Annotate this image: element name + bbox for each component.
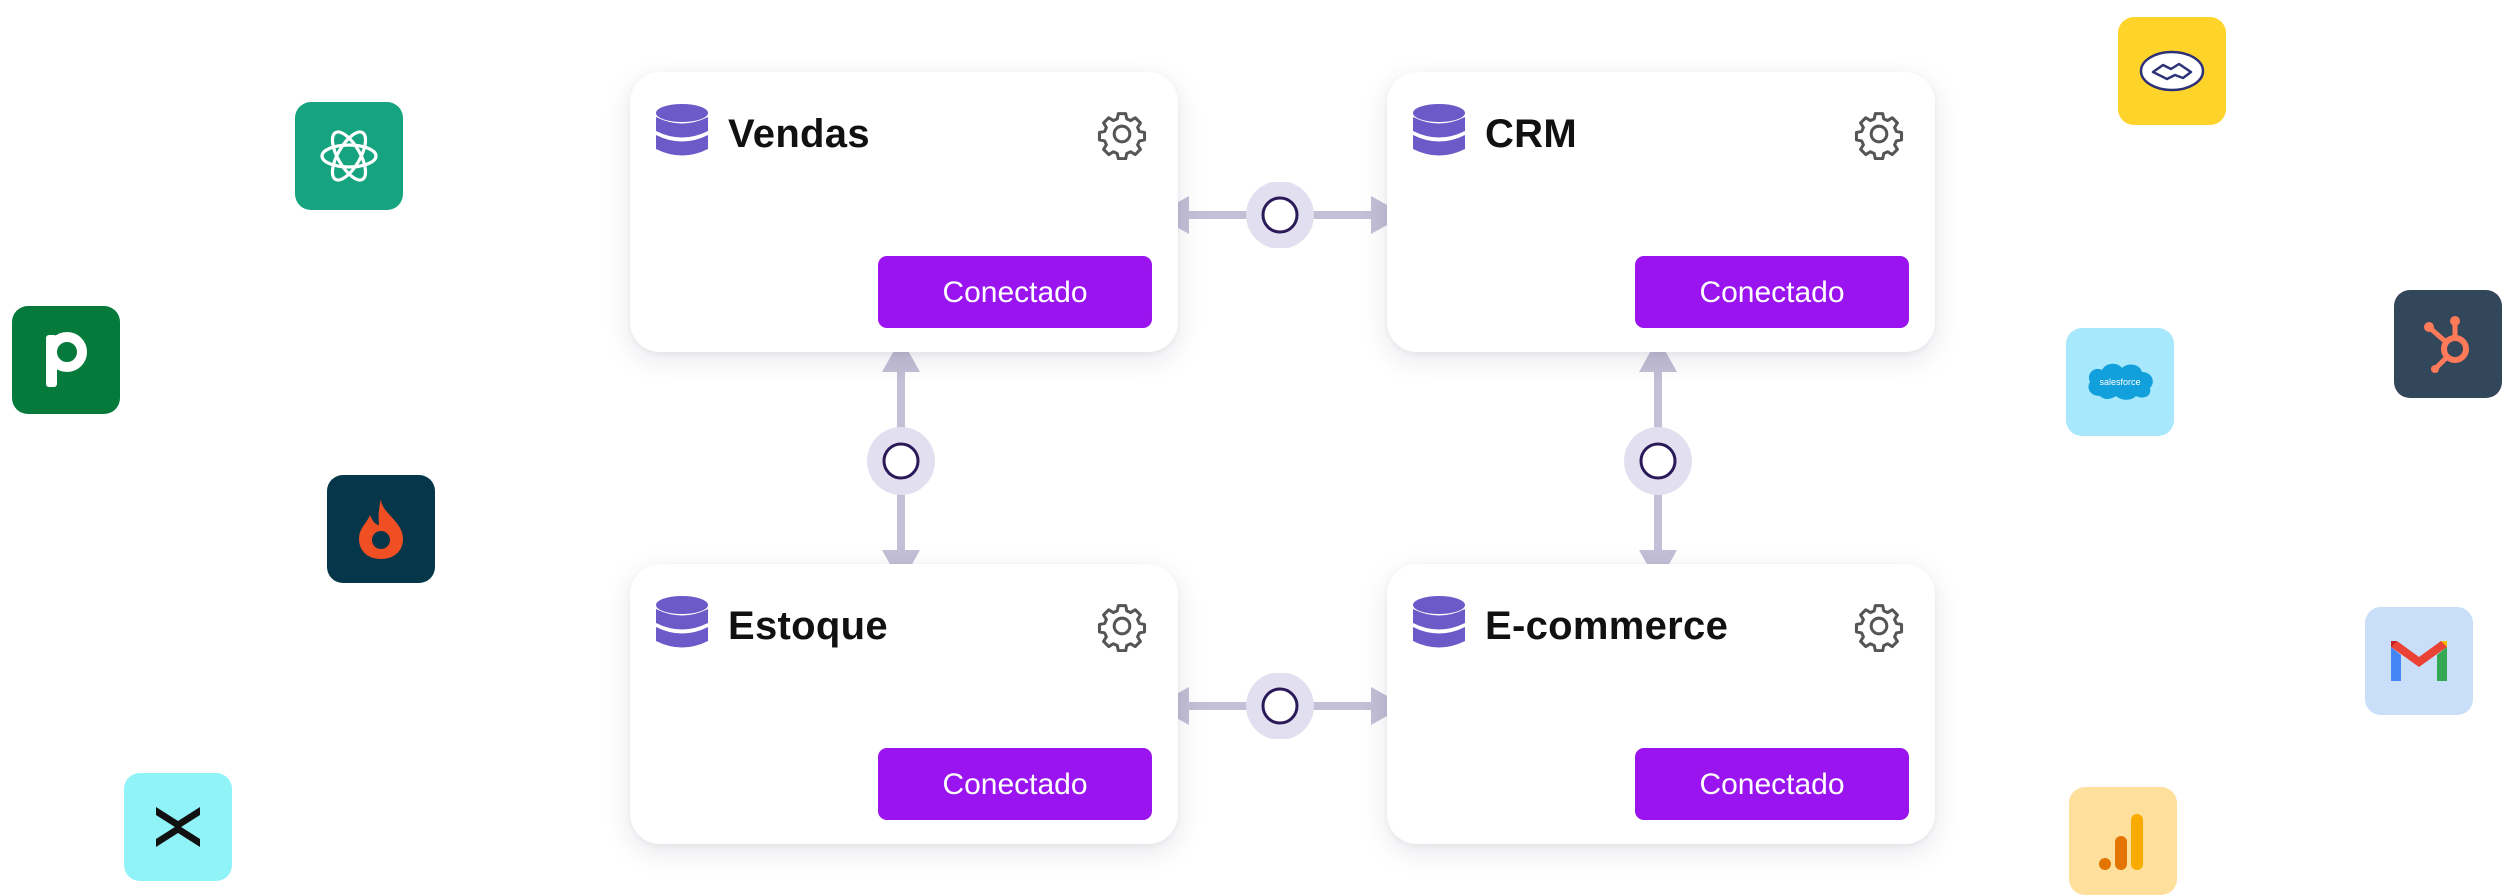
salesforce-icon: salesforce (2088, 363, 2153, 400)
gear-icon[interactable] (1096, 108, 1148, 160)
card-title: Estoque (728, 604, 888, 648)
database-icon (1413, 104, 1465, 162)
card-vendas: Vendas Conectado (630, 72, 1178, 352)
salesforce-logo: salesforce (2066, 328, 2174, 436)
salesforce-wordmark: salesforce (2099, 377, 2140, 387)
mercado-livre-icon (2139, 50, 2205, 92)
card-crm: CRM Conectado (1387, 72, 1935, 352)
card-estoque: Estoque Conectado (630, 564, 1178, 844)
database-icon (656, 104, 708, 162)
connected-button[interactable]: Conectado (1635, 256, 1909, 328)
hubspot-logo (2394, 290, 2502, 398)
hotmart-logo (327, 475, 435, 583)
connected-button[interactable]: Conectado (878, 256, 1152, 328)
agent-icon (156, 807, 200, 847)
card-title: E-commerce (1485, 604, 1729, 648)
gear-icon[interactable] (1853, 108, 1905, 160)
database-icon (1413, 596, 1465, 654)
chatgpt-icon (320, 130, 378, 182)
hotmart-icon (359, 499, 403, 559)
card-ecommerce: E-commerce Conectado (1387, 564, 1935, 844)
connector-vendas-estoque (867, 338, 935, 584)
google-analytics-logo (2069, 787, 2177, 895)
gmail-icon (2391, 641, 2447, 681)
chatgpt-logo (295, 102, 403, 210)
connector-estoque-ecommerce (1155, 673, 1405, 739)
connector-vendas-crm (1155, 182, 1405, 248)
hubspot-icon (2424, 316, 2469, 373)
card-title: CRM (1485, 112, 1577, 156)
gear-icon[interactable] (1096, 600, 1148, 652)
pipedrive-icon (46, 332, 87, 387)
connected-button[interactable]: Conectado (878, 748, 1152, 820)
gear-icon[interactable] (1853, 600, 1905, 652)
google-analytics-icon (2099, 814, 2143, 870)
database-icon (656, 596, 708, 654)
card-title: Vendas (728, 112, 870, 156)
mercado-livre-logo (2118, 17, 2226, 125)
connected-button[interactable]: Conectado (1635, 748, 1909, 820)
connector-crm-ecommerce (1624, 338, 1692, 584)
gmail-logo (2365, 607, 2473, 715)
pipedrive-logo (12, 306, 120, 414)
agent-logo (124, 773, 232, 881)
